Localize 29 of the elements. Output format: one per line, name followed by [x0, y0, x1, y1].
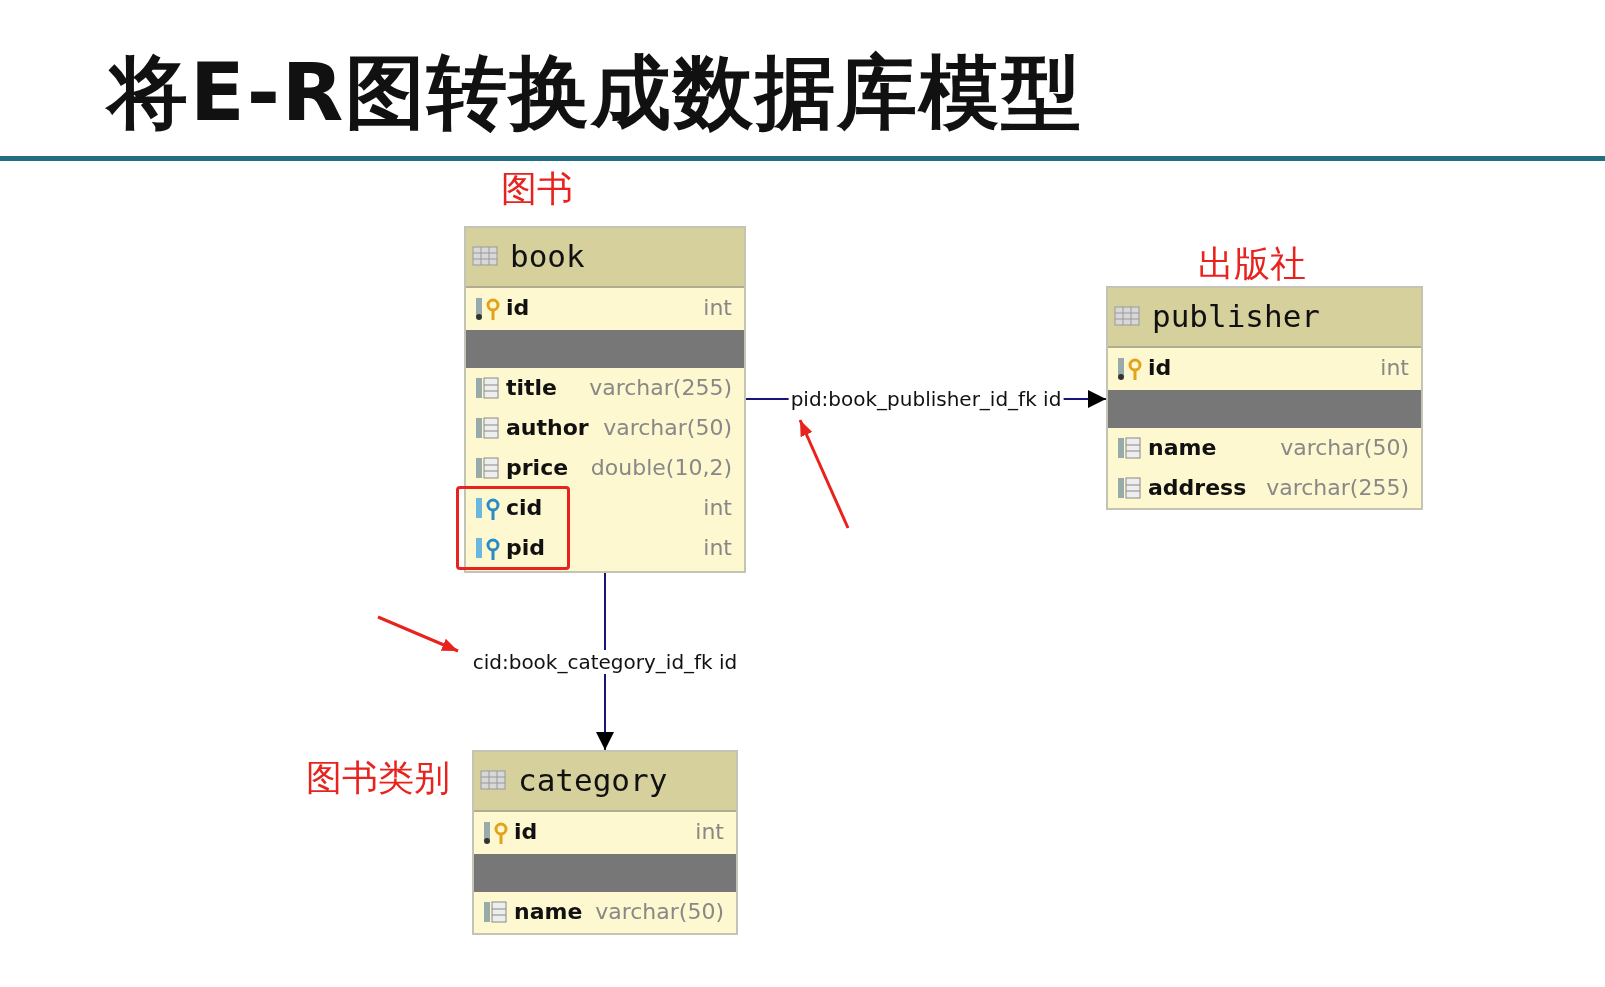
column-name: name [1148, 435, 1217, 460]
column-name: price [506, 455, 569, 480]
column-type: varchar(50) [1280, 435, 1409, 460]
column-type: double(10,2) [590, 455, 732, 480]
column-type: varchar(50) [603, 415, 732, 440]
arrow [596, 572, 614, 751]
column-type: int [695, 819, 724, 844]
column-type: int [1380, 355, 1409, 380]
table-name: category [518, 762, 668, 798]
column-type: varchar(255) [1266, 475, 1409, 500]
table-heading: 图书类别 [306, 756, 450, 800]
column-name: title [506, 375, 558, 400]
table-heading: 图书 [501, 167, 573, 211]
column-type: varchar(50) [595, 899, 724, 924]
column-name: pid [506, 535, 546, 560]
column-name: address [1148, 475, 1247, 500]
column-type: int [703, 535, 732, 560]
table-name: publisher [1152, 298, 1320, 334]
column-name: id [1148, 355, 1172, 380]
column-name: cid [506, 495, 543, 520]
column-name: id [506, 295, 530, 320]
table-heading: 出版社 [1198, 242, 1306, 286]
column-type: int [703, 295, 732, 320]
column-type: varchar(255) [589, 375, 732, 400]
column-name: author [506, 415, 589, 440]
column-type: int [703, 495, 732, 520]
column-name: id [514, 819, 538, 844]
column-name: name [514, 899, 583, 924]
table-name: book [510, 238, 585, 274]
